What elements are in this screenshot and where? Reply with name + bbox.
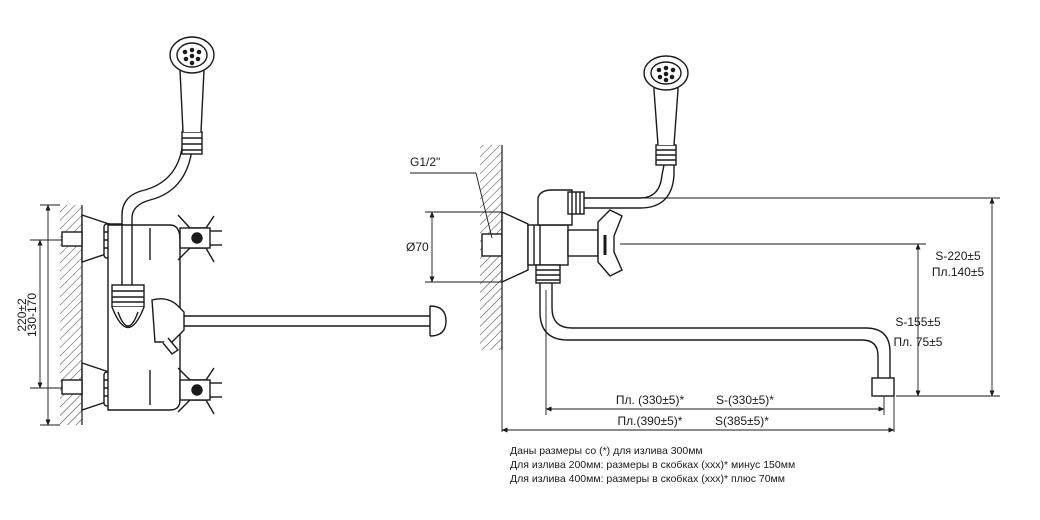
dim-height-pl: Пл.140±5 xyxy=(932,265,985,279)
dim-mount-range: 130-170 xyxy=(25,293,39,337)
dim-reach-s-inner: S-(330±5)* xyxy=(716,393,774,407)
dim-reach-pl-outer: Пл.(390±5)* xyxy=(618,414,683,428)
wall-hatch-front xyxy=(60,205,82,425)
dim-total-height: 220±2 xyxy=(15,298,29,332)
dim-height-s: S-220±5 xyxy=(935,249,981,263)
front-view xyxy=(30,36,447,426)
label-thread: G1/2" xyxy=(410,155,440,169)
dim-spout-s: S-155±5 xyxy=(895,315,941,329)
side-view xyxy=(410,55,1000,433)
note-line-1: Даны размеры со (*) для излива 300мм xyxy=(510,445,703,457)
dim-reach-s-outer: S(385±5)* xyxy=(715,414,769,428)
note-line-2: Для излива 200мм: размеры в скобках (ххх… xyxy=(510,459,796,471)
dim-reach-pl-inner: Пл. (330±5)* xyxy=(616,393,685,407)
dim-spout-pl: Пл. 75±5 xyxy=(894,335,943,349)
label-diameter: Ø70 xyxy=(406,240,429,254)
note-line-3: Для излива 400мм: размеры в скобках (ххх… xyxy=(510,473,785,485)
